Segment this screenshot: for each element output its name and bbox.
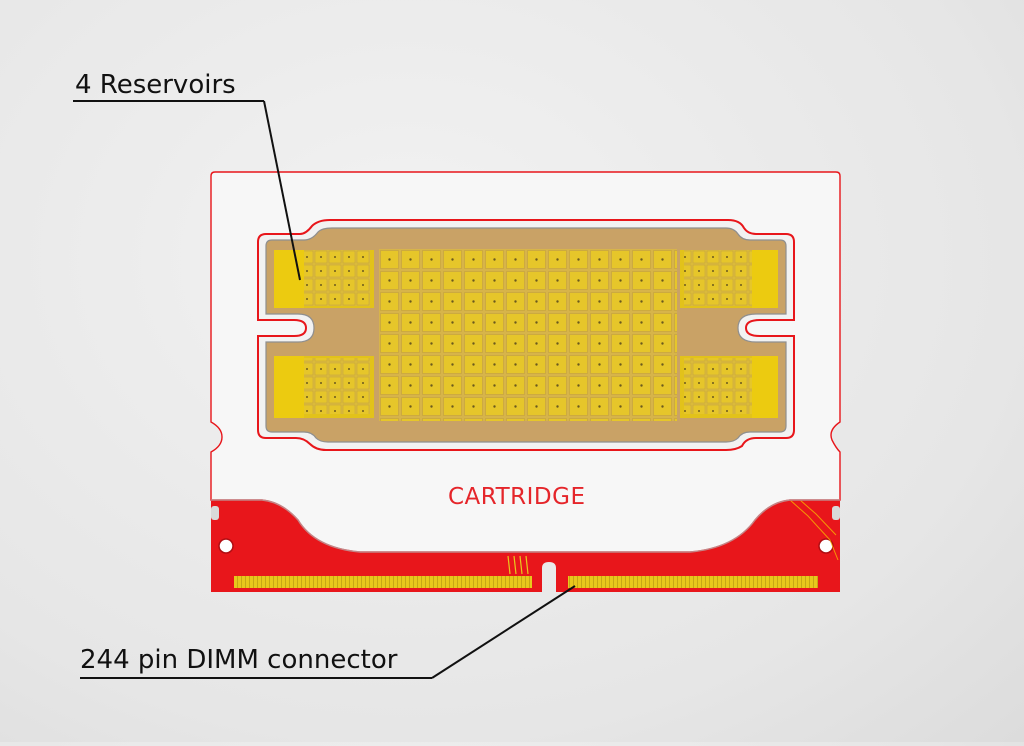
reservoir-bottom-right xyxy=(680,356,778,418)
cartridge-label: CARTRIDGE xyxy=(448,484,586,510)
callout-reservoirs-line xyxy=(73,100,301,281)
electrode-grid xyxy=(379,249,677,421)
mount-hole-right xyxy=(818,538,834,554)
dimm-pins xyxy=(234,576,818,588)
reservoir-top-left xyxy=(274,250,374,308)
mount-hole-left xyxy=(218,538,234,554)
reservoir-top-right xyxy=(680,250,778,308)
reservoirs-label: 4 Reservoirs xyxy=(75,70,236,100)
connector-label: 244 pin DIMM connector xyxy=(80,645,398,675)
callout-connector-line xyxy=(80,585,576,679)
reservoir-bottom-left xyxy=(274,356,374,418)
